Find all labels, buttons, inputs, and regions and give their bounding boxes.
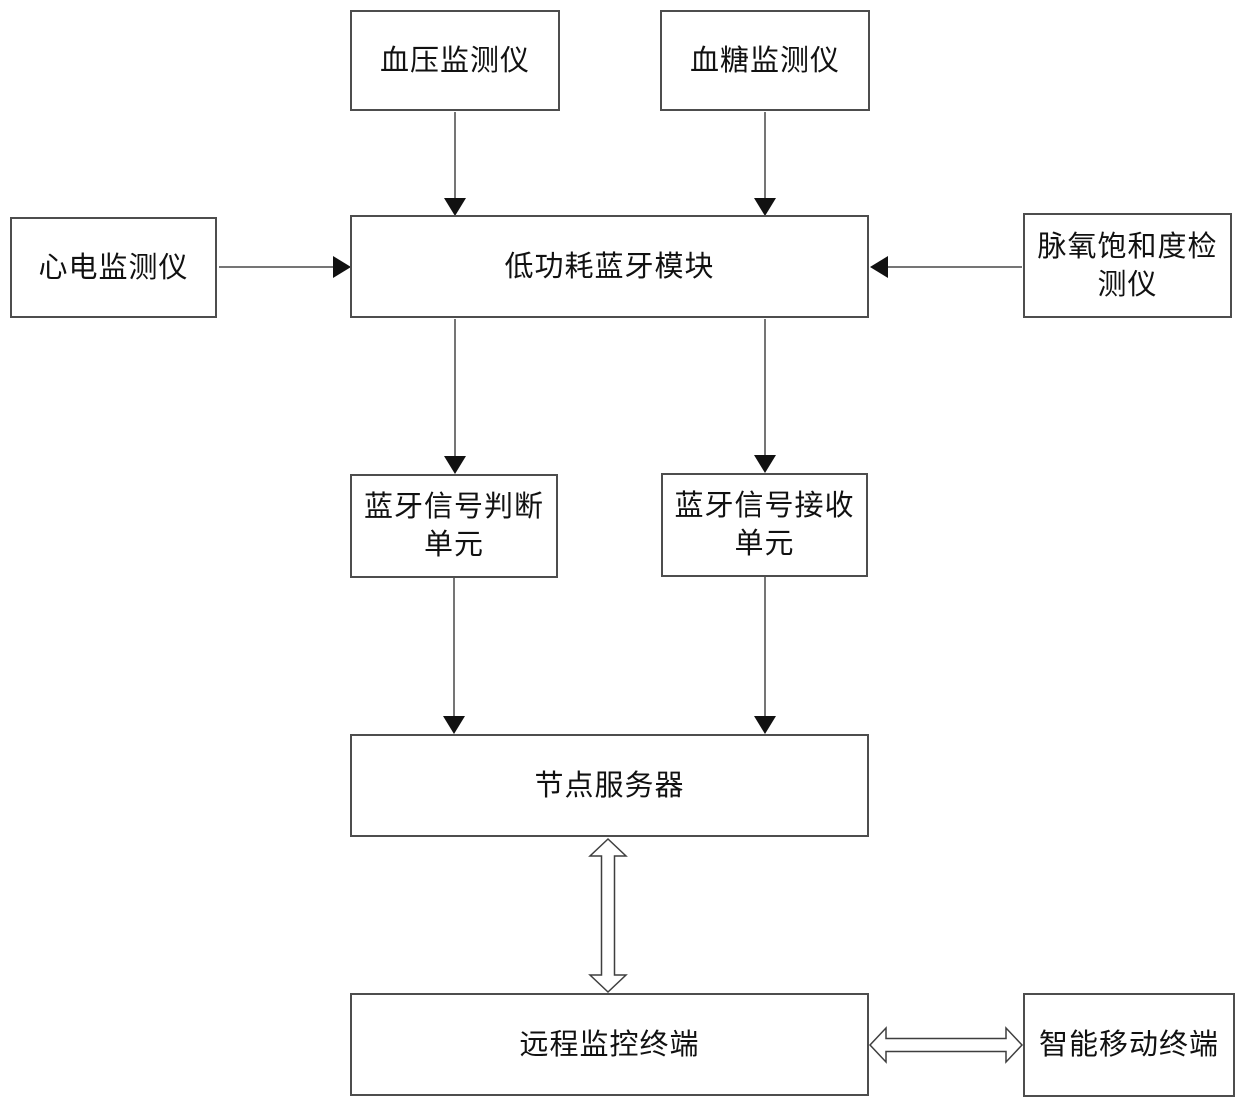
arrow-judge-to-server — [443, 578, 465, 734]
node-remote-monitoring-terminal-label: 远程监控终端 — [519, 1028, 700, 1061]
double-arrow-server-remote — [588, 837, 628, 994]
node-bt-signal-judge-unit-label: 蓝牙信号判断 单元 — [363, 491, 544, 561]
node-ecg-monitor-label: 心电监测仪 — [38, 251, 189, 284]
node-smart-mobile-terminal: 智能移动终端 — [1023, 993, 1235, 1097]
node-low-power-bluetooth-module: 低功耗蓝牙模块 — [350, 215, 869, 318]
node-pulse-oximeter-label: 脉氧饱和度检 测仪 — [1037, 230, 1218, 301]
node-low-power-bluetooth-module-label: 低功耗蓝牙模块 — [504, 250, 715, 283]
node-bt-signal-receive-unit: 蓝牙信号接收 单元 — [661, 473, 868, 577]
arrow-receive-to-server — [754, 577, 776, 734]
node-smart-mobile-terminal-label: 智能移动终端 — [1038, 1029, 1219, 1061]
arrow-bp-to-ble — [444, 112, 466, 216]
node-blood-pressure-monitor: 血压监测仪 — [350, 10, 560, 111]
node-blood-glucose-monitor-label: 血糖监测仪 — [689, 44, 840, 77]
node-pulse-oximeter: 脉氧饱和度检 测仪 — [1023, 213, 1232, 318]
arrow-oximeter-to-ble — [870, 256, 1022, 278]
node-ecg-monitor: 心电监测仪 — [10, 217, 217, 318]
node-blood-pressure-monitor-label: 血压监测仪 — [379, 44, 530, 77]
node-node-server: 节点服务器 — [350, 734, 869, 837]
node-remote-monitoring-terminal: 远程监控终端 — [350, 993, 869, 1096]
double-arrow-remote-mobile — [868, 1026, 1024, 1064]
arrow-ble-to-judge — [444, 319, 466, 474]
node-bt-signal-judge-unit: 蓝牙信号判断 单元 — [350, 474, 558, 578]
node-node-server-label: 节点服务器 — [534, 769, 685, 802]
arrow-ecg-to-ble — [219, 256, 351, 278]
node-bt-signal-receive-unit-label: 蓝牙信号接收 单元 — [674, 490, 855, 560]
arrow-glucose-to-ble — [754, 112, 776, 216]
node-blood-glucose-monitor: 血糖监测仪 — [660, 10, 870, 111]
arrow-ble-to-receive — [754, 319, 776, 473]
